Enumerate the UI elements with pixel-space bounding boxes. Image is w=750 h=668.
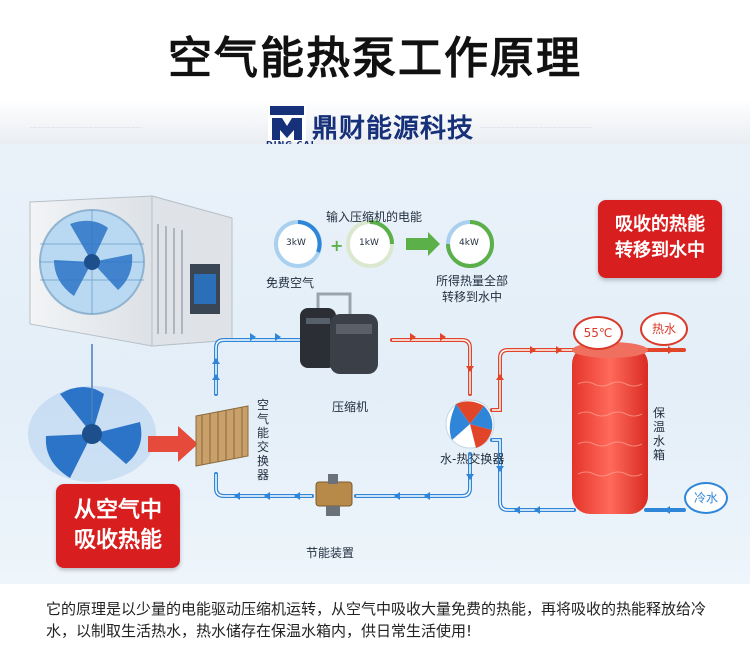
- temperature-bubble: 55℃: [573, 316, 623, 350]
- diagram-area: 输入压缩机的电能 3kW + 1kW 4kW 免费空气 所得热量全部 转移到水中…: [0, 144, 750, 584]
- free-air-label: 免费空气: [266, 276, 315, 290]
- energy-input-label: 输入压缩机的电能: [326, 210, 423, 224]
- absorb-heat-line2: 吸收热能: [73, 528, 162, 553]
- water-exchanger-label: 水-热交换器: [440, 452, 505, 466]
- decorative-fine-print-right: ········································…: [480, 125, 592, 130]
- output-label-line2: 转移到水中: [442, 290, 503, 304]
- brand-name: 鼎财能源科技: [312, 114, 475, 144]
- output-label-line1: 所得热量全部: [436, 274, 509, 288]
- transfer-heat-line2: 转移到水中: [615, 240, 705, 261]
- absorb-heat-callout: 从空气中 吸收热能: [56, 484, 180, 568]
- gauge-air-value: 3kW: [286, 238, 306, 248]
- energy-saving-device-icon: [315, 474, 353, 516]
- hot-water-tank-icon: [572, 342, 648, 514]
- gauge-output-icon: [446, 220, 494, 268]
- hot-water-bubble: 热水: [640, 312, 688, 346]
- gauge-electric-icon: [346, 220, 394, 268]
- water-heat-exchanger-icon: [445, 399, 495, 449]
- brand-logo-icon: [268, 104, 306, 142]
- gauge-out-value: 4kW: [459, 238, 479, 248]
- refrigerant-loop-hot: [390, 338, 472, 396]
- intake-fan-icon: [28, 344, 156, 482]
- cold-water-bubble: 冷水: [684, 482, 728, 514]
- heat-flow-arrow-icon: [148, 426, 198, 462]
- gauge-result-arrow-icon: [406, 232, 440, 256]
- outdoor-unit-icon: [29, 195, 233, 347]
- description-text: 它的原理是以少量的电能驱动压缩机运转，从空气中吸收大量免费的热能，再将吸收的热能…: [46, 600, 707, 640]
- tank-label: 保温水箱: [652, 406, 665, 462]
- transfer-heat-callout: 吸收的热能 转移到水中: [598, 200, 722, 278]
- gauge-elec-value: 1kW: [359, 238, 379, 248]
- system-diagram: [28, 195, 686, 516]
- gauge-air-icon: [274, 220, 322, 268]
- energy-saver-label: 节能装置: [306, 546, 355, 560]
- air-exchanger-coil-icon: [195, 405, 249, 467]
- page-title: 空气能热泵工作原理: [168, 33, 582, 84]
- brand-band: ········································…: [0, 100, 750, 144]
- compressor-label: 压缩机: [332, 400, 369, 414]
- compressor-icon: [300, 292, 378, 374]
- absorb-heat-line1: 从空气中: [73, 498, 162, 523]
- decorative-fine-print-left: ········································…: [30, 125, 142, 130]
- transfer-heat-line1: 吸收的热能: [615, 214, 705, 235]
- air-exchanger-label: 空气能交换器: [256, 398, 269, 482]
- plus-sign: +: [330, 236, 344, 255]
